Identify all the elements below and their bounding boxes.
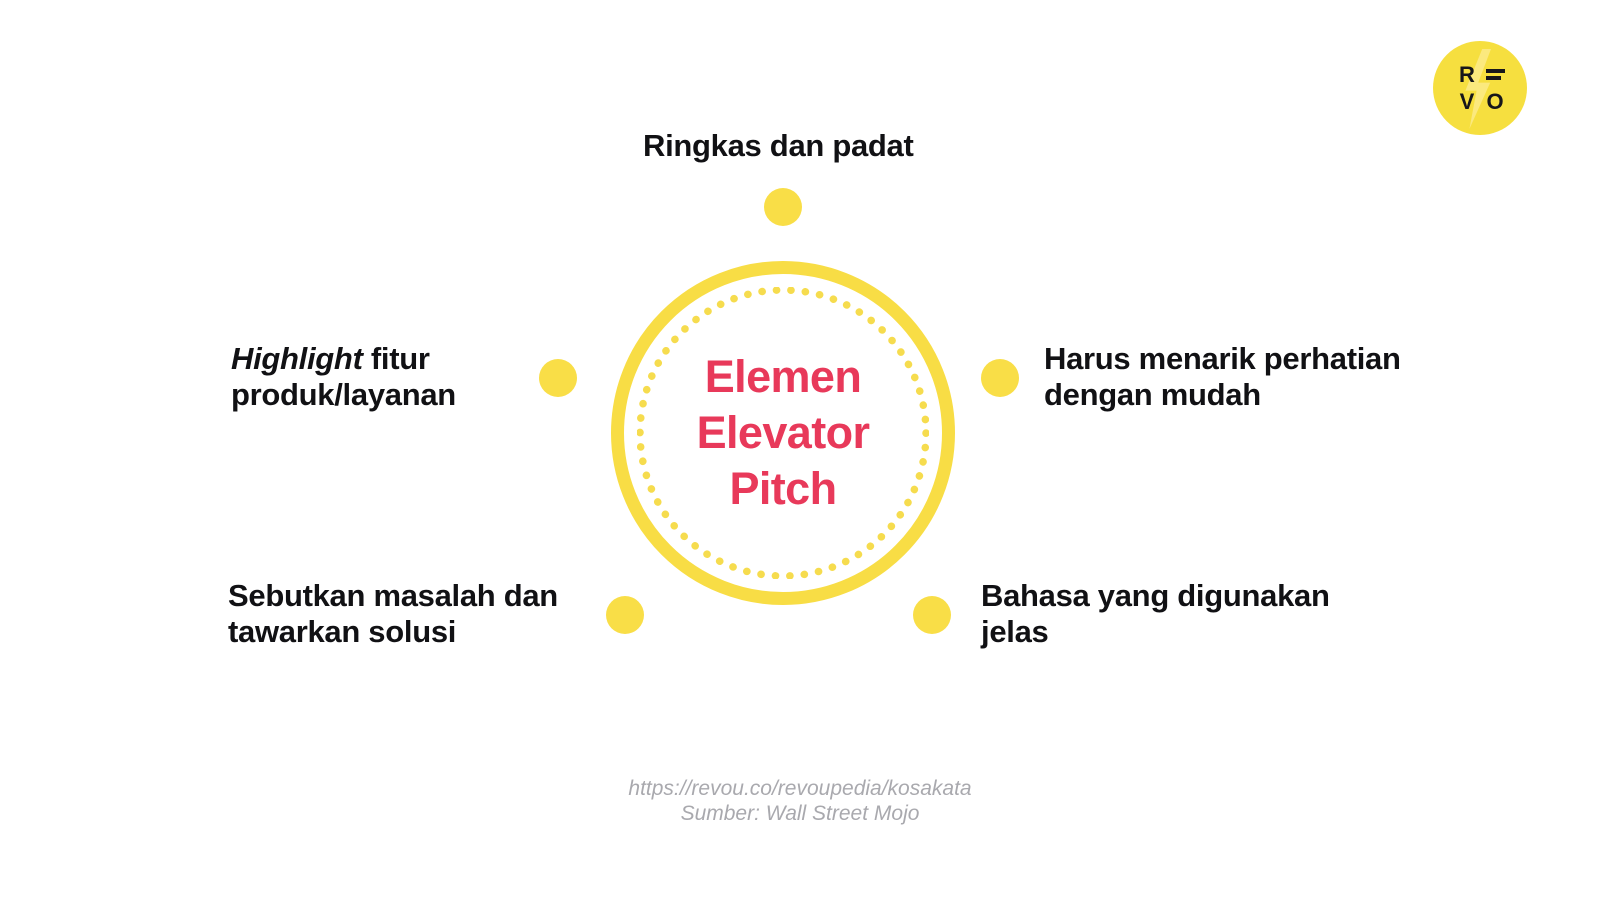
node-dot-right-middle bbox=[981, 359, 1019, 397]
node-dot-top bbox=[764, 188, 802, 226]
footer-source: Sumber: Wall Street Mojo bbox=[680, 801, 920, 825]
hub-center-title: Elemen Elevator Pitch bbox=[611, 261, 955, 605]
hub-title-line-3: Pitch bbox=[729, 462, 837, 514]
hub-title-line-1: Elemen bbox=[704, 351, 862, 403]
hub-dotted-ring bbox=[637, 287, 929, 579]
node-label-left-bottom: Sebutkan masalah dan tawarkan solusi bbox=[228, 578, 588, 650]
logo-letter-v: V bbox=[1459, 88, 1475, 114]
central-hub: Elemen Elevator Pitch bbox=[611, 261, 955, 605]
footer-url[interactable]: https://revou.co/revoupedia/kosakata bbox=[628, 777, 972, 800]
footer: https://revou.co/revoupedia/kosakata Sum… bbox=[0, 777, 1600, 827]
node-label-right-middle-text: Harus menarik perhatian dengan mudah bbox=[1044, 341, 1401, 412]
node-label-left-middle: Highlight fitur produk/layanan bbox=[231, 341, 521, 413]
hub-title-line-2: Elevator bbox=[696, 407, 870, 459]
logo-letter-r: R bbox=[1459, 61, 1475, 87]
logo-letter-grid: R V O bbox=[1433, 41, 1527, 135]
node-label-right-middle: Harus menarik perhatian dengan mudah bbox=[1044, 341, 1464, 413]
equals-bars-icon bbox=[1485, 69, 1505, 80]
node-label-top: Ringkas dan padat bbox=[643, 128, 1063, 164]
node-label-left-middle-emphasis: Highlight bbox=[231, 341, 363, 376]
node-label-left-middle-text: fitur produk/layanan bbox=[231, 341, 456, 412]
node-label-left-bottom-text: Sebutkan masalah dan tawarkan solusi bbox=[228, 578, 558, 649]
revou-logo[interactable]: R V O bbox=[1433, 41, 1527, 135]
node-dot-left-middle bbox=[539, 359, 577, 397]
node-dot-left-bottom bbox=[606, 596, 644, 634]
logo-letter-o: O bbox=[1486, 88, 1504, 114]
node-label-right-bottom-text: Bahasa yang digunakan jelas bbox=[981, 578, 1330, 649]
node-label-top-text: Ringkas dan padat bbox=[643, 128, 914, 163]
node-dot-right-bottom bbox=[913, 596, 951, 634]
node-label-right-bottom: Bahasa yang digunakan jelas bbox=[981, 578, 1381, 650]
